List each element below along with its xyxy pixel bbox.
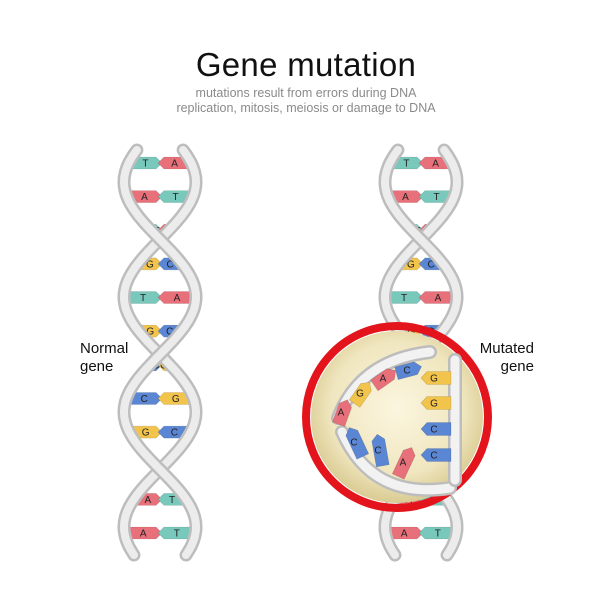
mag-right-base-1: G: [420, 371, 452, 385]
subtitle: mutations result from errors during DNA …: [0, 86, 612, 116]
normal-base-letter: G: [142, 428, 150, 439]
mutated-base-letter: G: [407, 327, 415, 338]
normal-base-letter: A: [145, 495, 152, 506]
magnifier-ring: [302, 322, 492, 512]
mag-right-base-4: C: [420, 448, 452, 462]
normal-base-letter: A: [141, 192, 148, 203]
normal-base-letter: C: [171, 428, 178, 439]
subtitle-line-1: mutations result from errors during DNA: [195, 86, 417, 100]
mag-lower-base-3: A: [391, 447, 416, 480]
mag-right-base-2: G: [420, 396, 452, 410]
mutated-gene-label: Mutated gene: [480, 340, 534, 376]
mag-lower-base-3-letter: A: [400, 458, 407, 469]
mag-upper-base-1-letter: A: [338, 408, 345, 419]
normal-base-letter: T: [142, 159, 148, 170]
normal-base-letter: C: [167, 259, 174, 270]
mag-upper-base-4: C: [394, 361, 422, 381]
mutated-base-letter: A: [402, 192, 409, 203]
mag-right-base-3-letter: C: [430, 425, 437, 436]
normal-base-letter: G: [146, 259, 154, 270]
mutated-base-letter: T: [434, 192, 440, 203]
mutated-base-letter: A: [401, 529, 408, 540]
mutated-base-letter: C: [428, 259, 435, 270]
mag-backbone-lower-highlight: [337, 427, 455, 495]
mutated-base-letter: G: [407, 259, 415, 270]
mag-right-base-3: C: [420, 422, 452, 436]
mag-lower-base-1-letter: C: [350, 438, 357, 449]
mag-lower-base-2-letter: C: [374, 446, 381, 457]
mag-lower-base-2: C: [371, 433, 390, 468]
subtitle-line-2: replication, mitosis, meiosis or damage …: [176, 101, 436, 115]
normal-base-letter: T: [174, 529, 180, 540]
mag-right-base-2-letter: G: [430, 399, 438, 410]
mutated-base-letter: A: [432, 159, 439, 170]
mag-upper-base-2: G: [348, 382, 372, 408]
normal-base-letter: T: [173, 192, 179, 203]
normal-base-letter: A: [174, 293, 181, 304]
mag-upper-base-3: A: [370, 368, 396, 392]
normal-backbone-highlight-2: [119, 146, 201, 559]
normal-label-line-1: Normal: [80, 340, 129, 357]
mutated-base-letter: T: [403, 159, 409, 170]
normal-base-letter: A: [140, 529, 147, 540]
mag-right-base-4-letter: C: [430, 451, 437, 462]
normal-label-line-2: gene: [80, 358, 114, 375]
normal-base-letter: G: [172, 394, 180, 405]
normal-base-letter: G: [146, 327, 154, 338]
mutated-base-letter: T: [435, 529, 441, 540]
normal-gene-label: Normal gene: [80, 340, 128, 376]
mag-upper-base-4-letter: C: [403, 366, 410, 377]
mag-lower-base-1: C: [345, 427, 370, 460]
normal-base-letter: C: [166, 327, 173, 338]
normal-base-letter: C: [141, 394, 148, 405]
mutated-base-letter: T: [401, 293, 407, 304]
mutated-base-letter: A: [435, 293, 442, 304]
mutated-label-line-1: Mutated: [479, 340, 534, 357]
normal-base-letter: T: [140, 293, 146, 304]
mag-right-base-1-letter: G: [430, 374, 438, 385]
mutated-label-line-2: gene: [500, 358, 534, 375]
normal-base-letter: T: [169, 495, 175, 506]
mag-upper-base-3-letter: A: [380, 374, 387, 385]
page-title: Gene mutation: [195, 46, 417, 83]
mag-upper-base-1: A: [332, 399, 352, 427]
mag-upper-base-2-letter: G: [356, 389, 364, 400]
normal-base-letter: A: [171, 159, 178, 170]
